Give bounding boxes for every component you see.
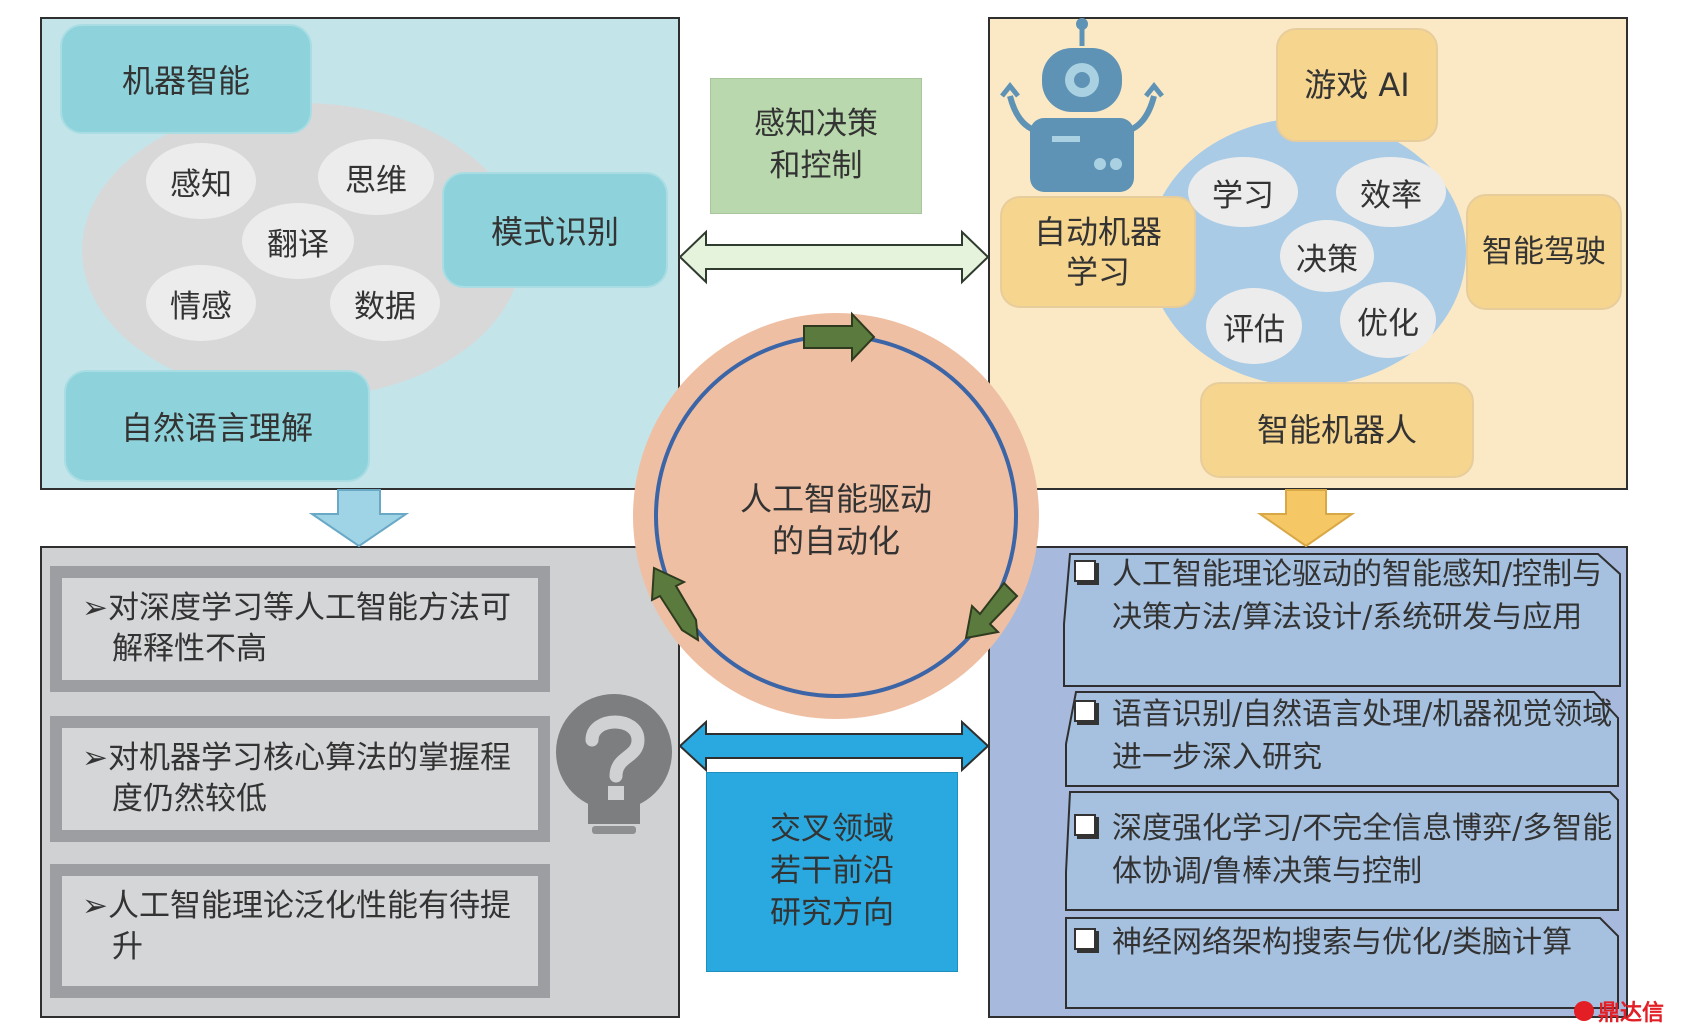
- direction-text: 人工智能理论驱动的智能感知/控制与决策方法/算法设计/系统研发与应用: [1112, 557, 1603, 635]
- perception-decision-box: 感知决策和控制: [710, 78, 922, 214]
- checkbox-bullet-icon: [1074, 560, 1096, 582]
- arrow-bullet-icon: ➢: [82, 590, 108, 626]
- question-bulb-icon: [548, 690, 678, 840]
- bubble-thinking: 思维: [318, 139, 434, 215]
- machine-intelligence-box: 机器智能: [60, 24, 312, 134]
- direction-text: 深度强化学习/不完全信息博弈/多智能体协调/鲁棒决策与控制: [1112, 811, 1613, 889]
- cycle-arrow-top: [803, 311, 876, 363]
- bubble-emotion: 情感: [146, 265, 256, 341]
- bubble-decision: 决策: [1280, 220, 1374, 292]
- down-arrow-right: [1256, 489, 1356, 548]
- bubble-perception: 感知: [146, 143, 256, 219]
- robot-icon: [996, 14, 1166, 214]
- issue-item: ➢人工智能理论泛化性能有待提升: [50, 864, 550, 998]
- bubble-efficiency: 效率: [1336, 157, 1446, 227]
- nlu-box: 自然语言理解: [64, 370, 370, 482]
- bubble-translation: 翻译: [242, 203, 354, 279]
- bubble-evaluation: 评估: [1206, 288, 1302, 364]
- issue-text: 对机器学习核心算法的掌握程度仍然较低: [107, 740, 511, 818]
- checkbox-bullet-icon: [1074, 814, 1096, 836]
- automation-circle: [633, 313, 1039, 719]
- double-arrow-top: [678, 229, 990, 285]
- pattern-recognition-box: 模式识别: [442, 172, 668, 288]
- autonomous-driving-box: 智能驾驶: [1466, 194, 1622, 310]
- direction-item: 神经网络架构搜索与优化/类脑计算: [1060, 922, 1620, 965]
- direction-text: 神经网络架构搜索与优化/类脑计算: [1112, 925, 1573, 960]
- issue-item: ➢对深度学习等人工智能方法可解释性不高: [50, 566, 550, 692]
- direction-item: 深度强化学习/不完全信息博弈/多智能体协调/鲁棒决策与控制: [1060, 808, 1620, 893]
- direction-text: 语音识别/自然语言处理/机器视觉领域进一步深入研究: [1112, 697, 1613, 775]
- down-arrow-left: [308, 489, 410, 548]
- arrow-bullet-icon: ➢: [82, 888, 108, 924]
- automation-label: 人工智能驱动的自动化: [739, 479, 932, 560]
- bubble-data: 数据: [330, 265, 440, 341]
- watermark-text: 鼎达信: [1598, 1001, 1665, 1026]
- cross-domain-box: 交叉领域若干前沿研究方向: [706, 772, 958, 972]
- direction-item: 人工智能理论驱动的智能感知/控制与决策方法/算法设计/系统研发与应用: [1060, 554, 1620, 639]
- game-ai-box: 游戏 AI: [1276, 28, 1438, 142]
- auto-ml-box: 自动机器学习: [1000, 196, 1196, 308]
- issue-text: 人工智能理论泛化性能有待提升: [107, 888, 511, 966]
- checkbox-bullet-icon: [1074, 928, 1096, 950]
- cycle-arrow-left: [650, 566, 700, 642]
- issue-text: 对深度学习等人工智能方法可解释性不高: [107, 590, 511, 668]
- intelligent-robot-box: 智能机器人: [1200, 382, 1474, 478]
- double-arrow-bottom: [678, 719, 990, 773]
- checkbox-bullet-icon: [1074, 700, 1096, 722]
- issue-item: ➢对机器学习核心算法的掌握程度仍然较低: [50, 716, 550, 842]
- arrow-bullet-icon: ➢: [82, 740, 108, 776]
- watermark-icon: [1574, 1001, 1594, 1021]
- watermark-logo: 鼎达信: [1574, 996, 1678, 1026]
- direction-item: 语音识别/自然语言处理/机器视觉领域进一步深入研究: [1060, 694, 1620, 779]
- bubble-optimization: 优化: [1340, 282, 1436, 358]
- cycle-arrow-right: [964, 581, 1019, 640]
- bubble-learning: 学习: [1188, 157, 1298, 227]
